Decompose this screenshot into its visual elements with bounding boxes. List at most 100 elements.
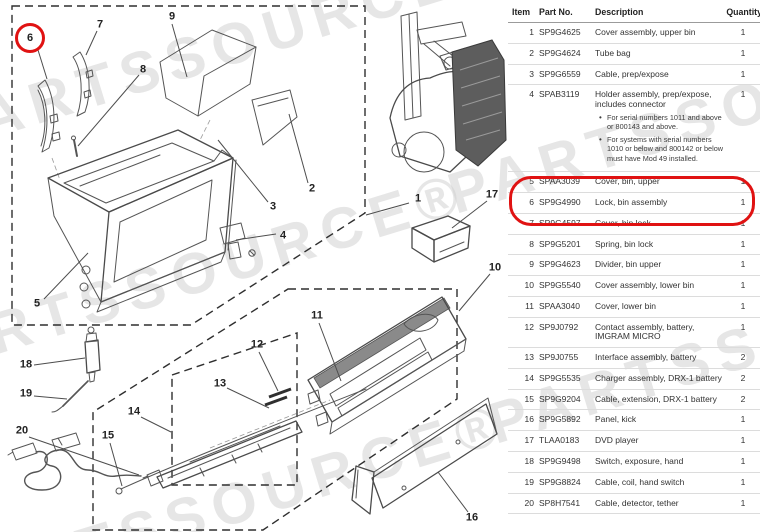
callout-19: 19	[19, 387, 33, 400]
parts-table: Item Part No. Description Quantity 1 SP9…	[508, 0, 760, 515]
cell-item: 4	[508, 84, 539, 173]
cell-item: 6	[508, 192, 539, 214]
cell-description: Interface assembly, battery	[595, 347, 725, 369]
cell-item: 2	[508, 43, 539, 65]
cell-description: Switch, exposure, hand	[595, 451, 725, 473]
lower-bin-cover-drawing	[307, 296, 467, 435]
table-row: 4 SPAB3119 Holder assembly, prep/expose,…	[508, 84, 760, 173]
cell-description: Cover, bin lock	[595, 213, 725, 235]
table-row: 5 SPAA3039 Cover, bin, upper 1	[508, 171, 760, 194]
cell-part-number: SP9G4623	[539, 254, 595, 277]
cell-part-number: SPAA3039	[539, 171, 595, 194]
cell-part-number: SPAA3040	[539, 296, 595, 318]
table-row: 11 SPAA3040 Cover, lower bin 1	[508, 296, 760, 318]
cell-item: 12	[508, 317, 539, 349]
cell-item: 14	[508, 368, 539, 390]
cell-quantity: 1	[725, 84, 760, 173]
cell-description: Cover, lower bin	[595, 296, 725, 318]
table-row: 19 SP9G8824 Cable, coil, hand switch 1	[508, 472, 760, 494]
upper-bin-assembly-drawing	[37, 29, 298, 313]
cell-item: 10	[508, 275, 539, 297]
callout-20: 20	[15, 424, 29, 437]
cell-quantity: 1	[725, 430, 760, 452]
cell-quantity: 1	[725, 171, 760, 194]
callout-4: 4	[279, 229, 287, 242]
header-description: Description	[595, 0, 725, 23]
callout-7: 7	[96, 18, 104, 31]
table-row: 16 SP9G5892 Panel, kick 1	[508, 409, 760, 432]
cell-quantity: 1	[725, 43, 760, 65]
callout-5: 5	[33, 297, 41, 310]
cell-quantity: 1	[725, 22, 760, 44]
cell-description: DVD player	[595, 430, 725, 452]
cell-part-number: SP9J0792	[539, 317, 595, 349]
callout-16: 16	[465, 511, 479, 524]
table-row: 7 SP9G4597 Cover, bin lock 1	[508, 213, 760, 235]
cell-part-number: SP9G4990	[539, 192, 595, 214]
callout-17: 17	[485, 188, 499, 201]
cell-description: Cover assembly, lower bin	[595, 275, 725, 297]
cell-quantity: 1	[725, 275, 760, 297]
table-header-row: Item Part No. Description Quantity	[508, 0, 760, 23]
cell-description: Spring, bin lock	[595, 234, 725, 256]
callout-9: 9	[168, 10, 176, 23]
table-row: 18 SP9G9498 Switch, exposure, hand 1	[508, 451, 760, 473]
callout-8: 8	[139, 63, 147, 76]
cell-quantity: 1	[725, 409, 760, 432]
table-row: 9 SP9G4623 Divider, bin upper 1	[508, 254, 760, 277]
charger-dashed-boundary	[171, 332, 298, 486]
callout-13: 13	[213, 377, 227, 390]
cell-item: 20	[508, 493, 539, 515]
cell-item: 3	[508, 64, 539, 86]
cell-item: 19	[508, 472, 539, 494]
cell-item: 8	[508, 234, 539, 256]
callout-11: 11	[311, 309, 323, 322]
part-notes: For serial numbers 1011 and above or 800…	[597, 113, 724, 163]
cell-description: Contact assembly, battery, IMGRAM MICRO	[595, 317, 725, 349]
cell-part-number: SP9G5535	[539, 368, 595, 390]
table-row: 2 SP9G4624 Tube bag 1	[508, 43, 760, 65]
cell-quantity: 2	[725, 347, 760, 369]
cell-description: Cover, bin, upper	[595, 171, 725, 194]
table-row: 13 SP9J0755 Interface assembly, battery …	[508, 347, 760, 369]
cell-part-number: SP9J0755	[539, 347, 595, 369]
cell-description: Cable, detector, tether	[595, 493, 725, 515]
header-part-no: Part No.	[539, 0, 595, 23]
tether-cable-drawing	[7, 432, 142, 491]
cell-part-number: SPAB3119	[539, 84, 595, 173]
cell-quantity: 2	[725, 389, 760, 411]
header-item: Item	[508, 0, 539, 23]
cell-quantity: 1	[725, 472, 760, 494]
callout-10: 10	[488, 261, 502, 274]
callout-leader-lines	[28, 23, 491, 513]
cell-item: 11	[508, 296, 539, 318]
cell-description: Holder assembly, prep/expose, includes c…	[595, 84, 725, 173]
cell-part-number: SP9G6559	[539, 64, 595, 86]
callout-2: 2	[308, 182, 316, 195]
cell-description: Tube bag	[595, 43, 725, 65]
table-row: 17 TLAA0183 DVD player 1	[508, 430, 760, 452]
cell-item: 9	[508, 254, 539, 277]
cell-description: Cable, prep/expose	[595, 64, 725, 86]
cell-item: 16	[508, 409, 539, 432]
callout-15: 15	[101, 429, 115, 442]
cell-part-number: SP9G8824	[539, 472, 595, 494]
cell-part-number: SP9G4625	[539, 22, 595, 44]
table-row-highlighted: 6 SP9G4990 Lock, bin assembly 1	[508, 192, 760, 214]
table-row: 1 SP9G4625 Cover assembly, upper bin 1	[508, 22, 760, 44]
cell-description: Cable, extension, DRX-1 battery	[595, 389, 725, 411]
table-row: 10 SP9G5540 Cover assembly, lower bin 1	[508, 275, 760, 297]
cell-part-number: SP9G4597	[539, 213, 595, 235]
upper-bin-dashed-boundary	[11, 5, 366, 326]
cell-item: 13	[508, 347, 539, 369]
cell-item: 17	[508, 430, 539, 452]
cell-description: Panel, kick	[595, 409, 725, 432]
cell-description: Charger assembly, DRX-1 battery	[595, 368, 725, 390]
cell-item: 15	[508, 389, 539, 411]
cell-part-number: TLAA0183	[539, 430, 595, 452]
portable-xray-machine-drawing	[389, 11, 507, 173]
cell-quantity: 1	[725, 192, 760, 214]
cell-part-number: SP9G9498	[539, 451, 595, 473]
